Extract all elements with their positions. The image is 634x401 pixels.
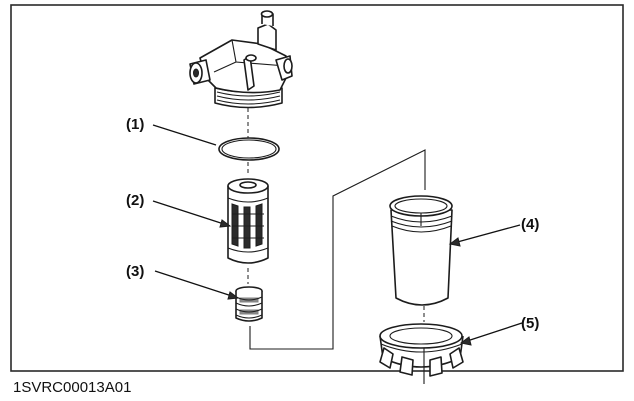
filter-element xyxy=(227,178,269,264)
spring xyxy=(235,286,263,322)
assembly-connector-line xyxy=(249,149,426,350)
retaining-ring-nut xyxy=(379,323,464,384)
filter-head xyxy=(189,10,293,109)
callout-5: (5) xyxy=(521,315,539,332)
figure-code: 1SVRC00013A01 xyxy=(13,379,131,396)
leader-lines xyxy=(152,124,523,346)
diagram-frame xyxy=(10,4,624,372)
callout-4: (4) xyxy=(521,216,539,233)
filter-bowl xyxy=(389,195,453,306)
callout-3: (3) xyxy=(126,263,144,280)
callout-2: (2) xyxy=(126,192,144,209)
o-ring xyxy=(218,137,280,161)
callout-1: (1) xyxy=(126,116,144,133)
